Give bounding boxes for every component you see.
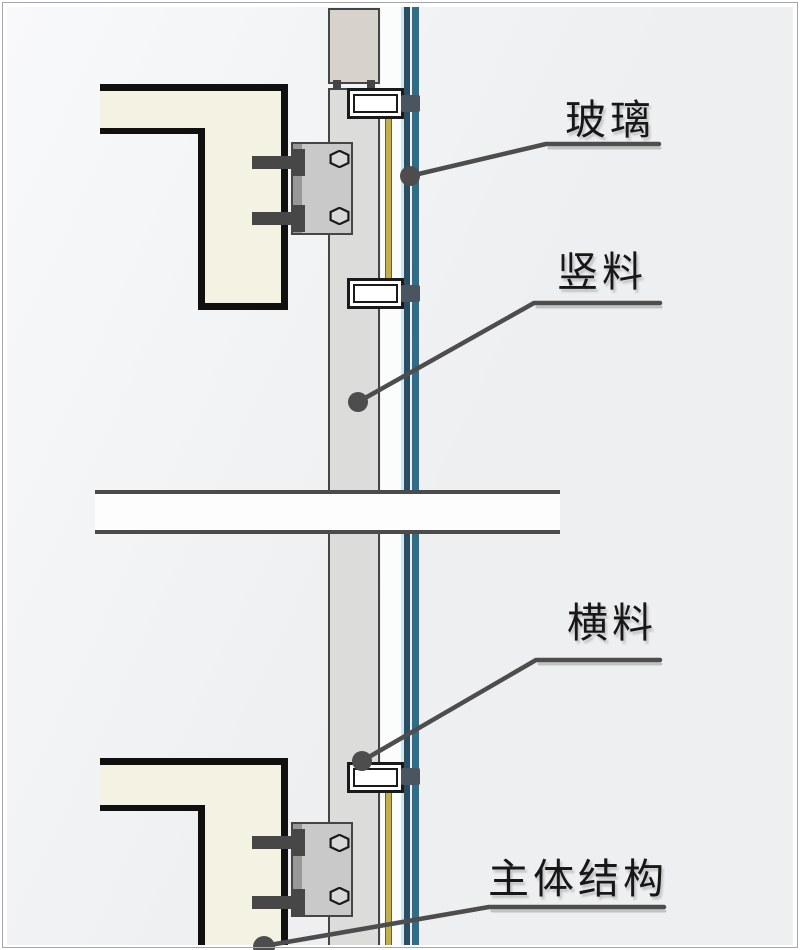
pressure-cap-bottom-inner bbox=[353, 768, 398, 787]
bottom-hex-bolt-1 bbox=[329, 834, 350, 852]
top-slab-band-fill bbox=[100, 91, 281, 131]
top-anchor-bolt-head-2 bbox=[291, 205, 305, 232]
bottom-hex-bolt-2 bbox=[329, 887, 350, 905]
top-anchor-bolt-shaft-1 bbox=[252, 156, 303, 169]
section-break-band bbox=[95, 490, 560, 534]
gasket-strip-lower bbox=[385, 793, 392, 945]
vertical-mullion-label: 竖料 bbox=[557, 249, 647, 295]
splice-tick-right bbox=[367, 80, 375, 90]
top-hex-bolt-2 bbox=[329, 207, 350, 225]
mullion-splice-sleeve bbox=[328, 8, 380, 84]
top-anchor-bolt-shaft-2 bbox=[252, 212, 303, 225]
glass-label: 玻璃 bbox=[565, 97, 655, 143]
gasket-strip-upper bbox=[385, 119, 392, 281]
bottom-slab-top-edge bbox=[100, 758, 288, 765]
bottom-anchor-bolt-shaft-1 bbox=[252, 836, 303, 849]
bottom-anchor-bolt-head-1 bbox=[291, 829, 305, 856]
top-anchor-bolt-head-1 bbox=[291, 149, 305, 176]
main-structure-label: 主体结构 bbox=[488, 856, 668, 902]
top-hex-bolt-1 bbox=[329, 150, 350, 168]
glass-fixing-block-top bbox=[401, 95, 420, 112]
bottom-slab-step-edge bbox=[100, 805, 205, 811]
splice-tick-left bbox=[333, 80, 341, 90]
bottom-slab-band-fill bbox=[100, 765, 281, 808]
top-slab-top-edge bbox=[100, 84, 288, 91]
top-bracket-embed-strip bbox=[293, 144, 302, 233]
bottom-bracket-embed-strip bbox=[293, 824, 302, 915]
top-slab-bottom-edge bbox=[198, 303, 288, 310]
glass-fixing-block-middle bbox=[401, 285, 420, 302]
horizontal-rail-label: 横料 bbox=[567, 600, 657, 646]
bottom-slab-right-edge bbox=[281, 758, 288, 945]
top-slab-step-edge bbox=[100, 128, 205, 134]
bottom-slab-inner-edge bbox=[198, 805, 205, 945]
top-slab-right-edge bbox=[281, 84, 288, 310]
glass-fixing-block-bottom bbox=[401, 768, 420, 785]
glass-inner-pane bbox=[412, 7, 419, 945]
pressure-cap-top-inner bbox=[353, 94, 398, 113]
pressure-cap-top bbox=[347, 88, 404, 119]
top-slab-inner-edge bbox=[198, 128, 205, 310]
glass-highlight-line bbox=[401, 7, 404, 945]
glass-outer-pane bbox=[404, 7, 410, 945]
